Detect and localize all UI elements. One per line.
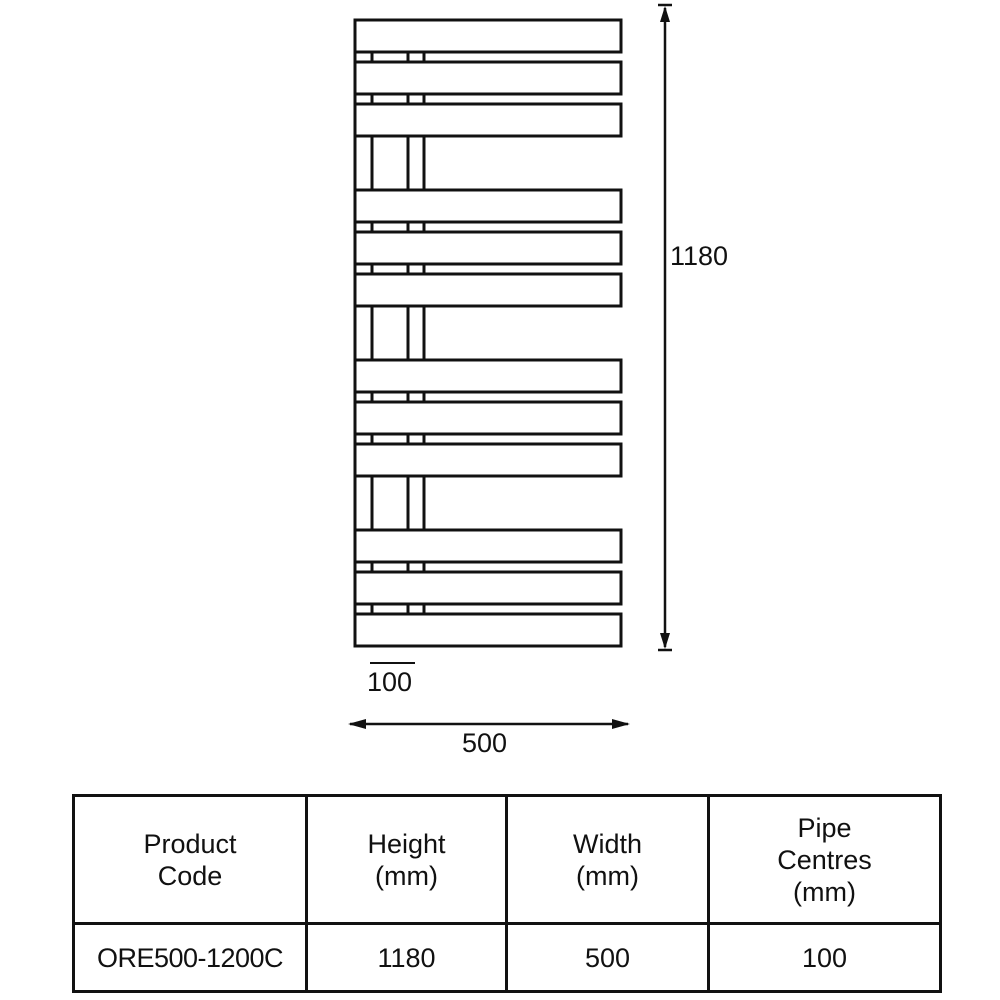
- towel-bar: [353, 442, 623, 478]
- header-height: Height(mm): [305, 794, 508, 925]
- towel-bar: [353, 528, 623, 564]
- towel-bar: [353, 358, 623, 394]
- width-dimension: [348, 719, 630, 729]
- header-width: Width(mm): [505, 794, 710, 925]
- towel-bar: [353, 230, 623, 266]
- towel-bar: [353, 400, 623, 436]
- width-label: 500: [462, 728, 508, 758]
- towel-bar: [353, 272, 623, 308]
- towel-bar: [353, 18, 623, 54]
- radiator-drawing: [348, 3, 672, 729]
- towel-bar: [353, 102, 623, 138]
- cell-width: 500: [505, 922, 710, 993]
- cell-product-code: ORE500-1200C: [72, 922, 308, 993]
- height-label: 1180: [670, 241, 729, 271]
- cell-pipe-centres: 100: [707, 922, 942, 993]
- towel-bar: [353, 60, 623, 96]
- height-dimension: [658, 3, 672, 652]
- towel-bar: [353, 612, 623, 648]
- cell-height: 1180: [305, 922, 508, 993]
- table-row: ORE500-1200C 1180 500 100: [72, 922, 942, 993]
- pipe-centres-label: 100: [367, 667, 413, 697]
- towel-bar: [353, 188, 623, 224]
- towel-bar: [353, 570, 623, 606]
